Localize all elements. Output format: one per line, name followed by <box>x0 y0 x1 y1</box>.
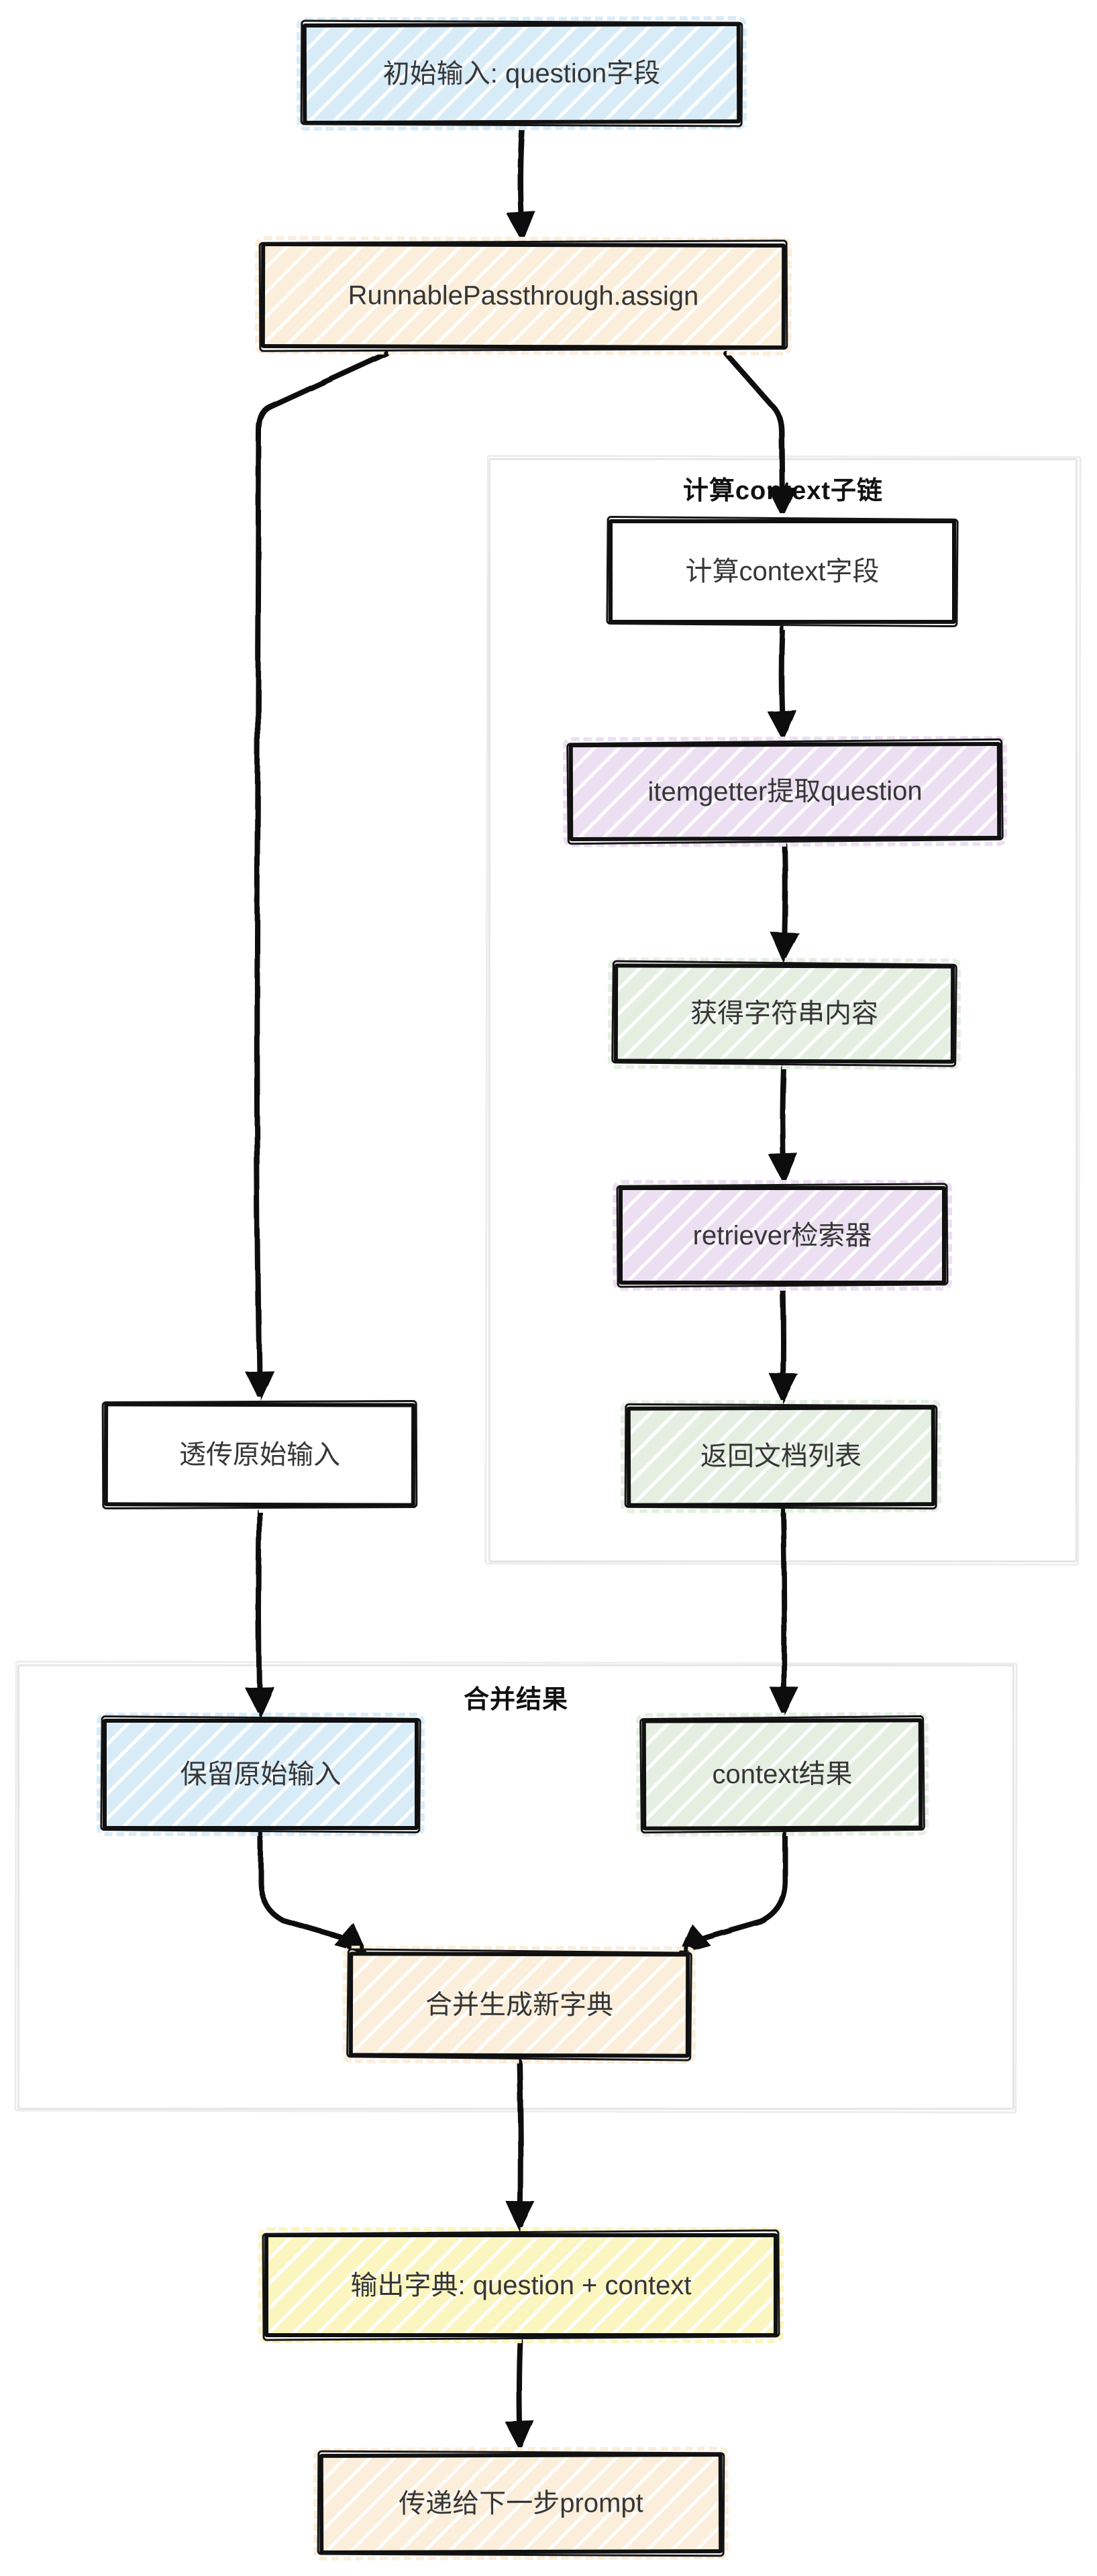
edge-assign-to-passthrough <box>244 351 389 1402</box>
node-label: 透传原始输入 <box>178 1440 341 1470</box>
node-passthrough-original-input: 透传原始输入 <box>97 1396 422 1513</box>
cluster-merge-result-title: 合并结果 <box>463 1686 568 1714</box>
node-merge-new-dict: 合并生成新字典 <box>342 1945 696 2064</box>
node-pass-to-next-prompt: 传递给下一步prompt <box>313 2446 729 2561</box>
node-label: 传递给下一步prompt <box>399 2488 643 2519</box>
node-keep-original-input: 保留原始输入 <box>97 1713 425 1836</box>
node-runnable-passthrough-assign: RunnablePassthrough.assign <box>254 235 792 356</box>
node-label: 输出字典: question + context <box>350 2270 692 2300</box>
edge-retriever-to-docs <box>769 1285 798 1405</box>
node-output-dict: 输出字典: question + context <box>258 2227 784 2343</box>
node-context-result: context结果 <box>635 1712 929 1837</box>
edge-merge-to-output <box>505 2059 535 2233</box>
node-label: itemgetter提取question <box>647 776 923 807</box>
node-get-string-content: 获得字符串内容 <box>607 957 961 1070</box>
edge-assign-to-calc-context <box>723 351 797 519</box>
edge-passthrough-to-keep <box>244 1508 274 1718</box>
node-itemgetter-extract-question: itemgetter提取question <box>562 735 1008 848</box>
node-label: 获得字符串内容 <box>690 998 879 1029</box>
node-label: 保留原始输入 <box>180 1760 342 1789</box>
edge-keep-to-merge <box>258 1831 368 1955</box>
node-retriever: retriever检索器 <box>613 1180 952 1291</box>
node-calc-context-field: 计算context字段 <box>603 513 962 630</box>
edge-getstring-to-retriever <box>768 1065 798 1185</box>
node-label: 返回文档列表 <box>700 1441 862 1472</box>
node-label: context结果 <box>712 1759 853 1790</box>
edge-calc-to-itemgetter <box>767 625 797 742</box>
edge-itemgetter-to-getstring <box>770 842 800 963</box>
edge-output-to-prompt <box>505 2339 535 2453</box>
edge-start-to-assign <box>506 125 535 243</box>
node-label: 初始输入: question字段 <box>382 58 661 89</box>
edge-docs-to-context-result <box>769 1508 799 1718</box>
node-label: 计算context字段 <box>685 557 880 586</box>
node-label: RunnablePassthrough.assign <box>348 280 699 311</box>
node-return-doc-list: 返回文档列表 <box>620 1399 942 1513</box>
edge-context-result-to-merge <box>678 1831 788 1955</box>
node-label: 合并生成新字典 <box>425 1990 614 2020</box>
node-initial-input: 初始输入: question字段 <box>296 15 747 131</box>
node-label: retriever检索器 <box>692 1220 872 1250</box>
